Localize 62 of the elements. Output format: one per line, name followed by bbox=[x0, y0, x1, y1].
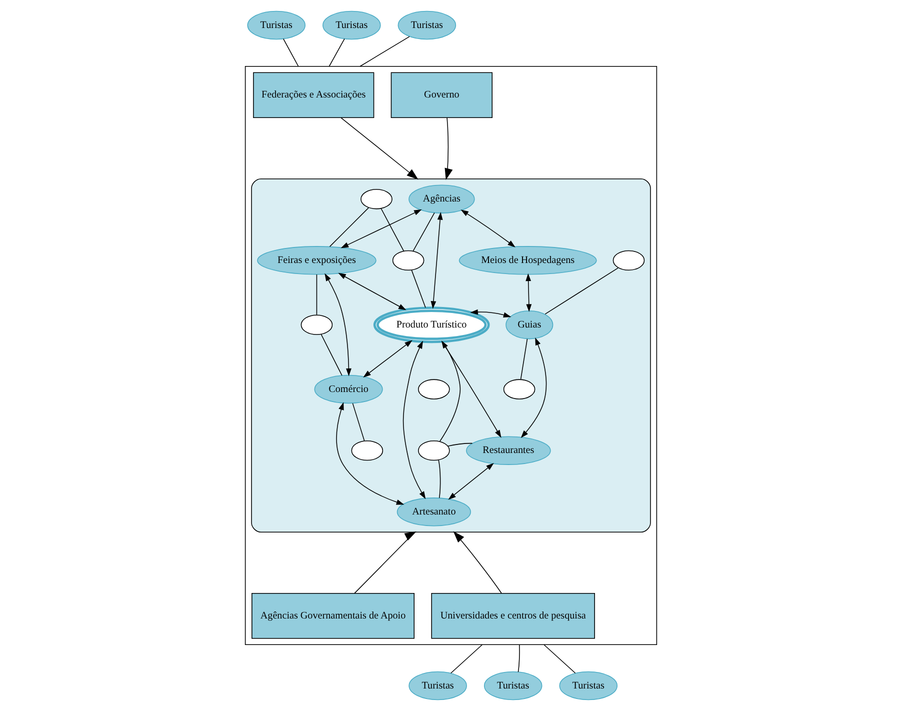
node-ellipse: Turistas bbox=[484, 671, 542, 700]
arrow bbox=[340, 117, 418, 180]
node-ellipse: Turistas bbox=[398, 10, 456, 40]
arrow bbox=[336, 402, 404, 505]
node-ellipse: Produto Turístico bbox=[373, 306, 490, 344]
arrow bbox=[448, 463, 494, 500]
arrow bbox=[444, 117, 453, 180]
node-ellipse: Restaurantes bbox=[466, 436, 551, 465]
connector bbox=[360, 36, 410, 67]
connector bbox=[412, 212, 435, 252]
arrow bbox=[354, 532, 416, 594]
node-ellipse: Agências bbox=[408, 184, 475, 214]
node-ellipse: Turistas bbox=[247, 10, 306, 40]
arrow bbox=[324, 273, 352, 376]
connector bbox=[328, 38, 345, 67]
cluster bbox=[244, 66, 658, 646]
connector bbox=[448, 442, 473, 447]
connector bbox=[544, 268, 618, 314]
arrow bbox=[441, 340, 502, 438]
connector bbox=[438, 460, 441, 498]
node-box: Governo bbox=[390, 72, 493, 118]
connector bbox=[520, 338, 528, 380]
node-ellipse: Guias bbox=[506, 310, 554, 340]
node-ellipse bbox=[503, 379, 536, 400]
node-ellipse bbox=[351, 440, 384, 461]
connector bbox=[380, 208, 404, 252]
node-box: Universidades e centros de pesquisa bbox=[431, 593, 595, 639]
connector bbox=[282, 38, 299, 67]
connector bbox=[411, 270, 426, 308]
connector bbox=[518, 644, 520, 672]
node-ellipse: Comércio bbox=[314, 374, 383, 404]
node-ellipse: Feiras e exposições bbox=[257, 246, 376, 275]
arrow bbox=[338, 272, 406, 310]
connector bbox=[544, 644, 576, 674]
node-ellipse bbox=[612, 250, 645, 270]
node-ellipse: Turistas bbox=[559, 671, 618, 700]
arrow bbox=[363, 340, 412, 378]
node-box: Federações e Associações bbox=[253, 72, 374, 118]
connector bbox=[316, 274, 318, 316]
node-ellipse bbox=[418, 440, 450, 461]
arrow bbox=[453, 531, 502, 594]
arrow bbox=[430, 212, 443, 309]
arrow bbox=[460, 210, 516, 248]
connector bbox=[439, 341, 461, 442]
connector bbox=[450, 644, 483, 674]
node-ellipse: Turistas bbox=[408, 671, 467, 700]
node-ellipse: Meios de Hospedagens bbox=[458, 246, 597, 275]
connector bbox=[329, 207, 370, 247]
arrow bbox=[340, 209, 422, 248]
connector bbox=[352, 402, 365, 442]
cluster bbox=[251, 178, 651, 532]
node-ellipse bbox=[300, 314, 333, 335]
connector bbox=[320, 334, 342, 376]
arrow bbox=[520, 337, 547, 438]
arrow bbox=[470, 309, 512, 318]
arrow bbox=[402, 340, 426, 500]
node-ellipse bbox=[418, 379, 450, 400]
arrow bbox=[526, 273, 532, 312]
node-ellipse: Turistas bbox=[322, 10, 381, 40]
node-ellipse bbox=[392, 250, 424, 270]
node-ellipse bbox=[360, 189, 392, 210]
node-box: Agências Governamentais de Apoio bbox=[252, 593, 415, 639]
